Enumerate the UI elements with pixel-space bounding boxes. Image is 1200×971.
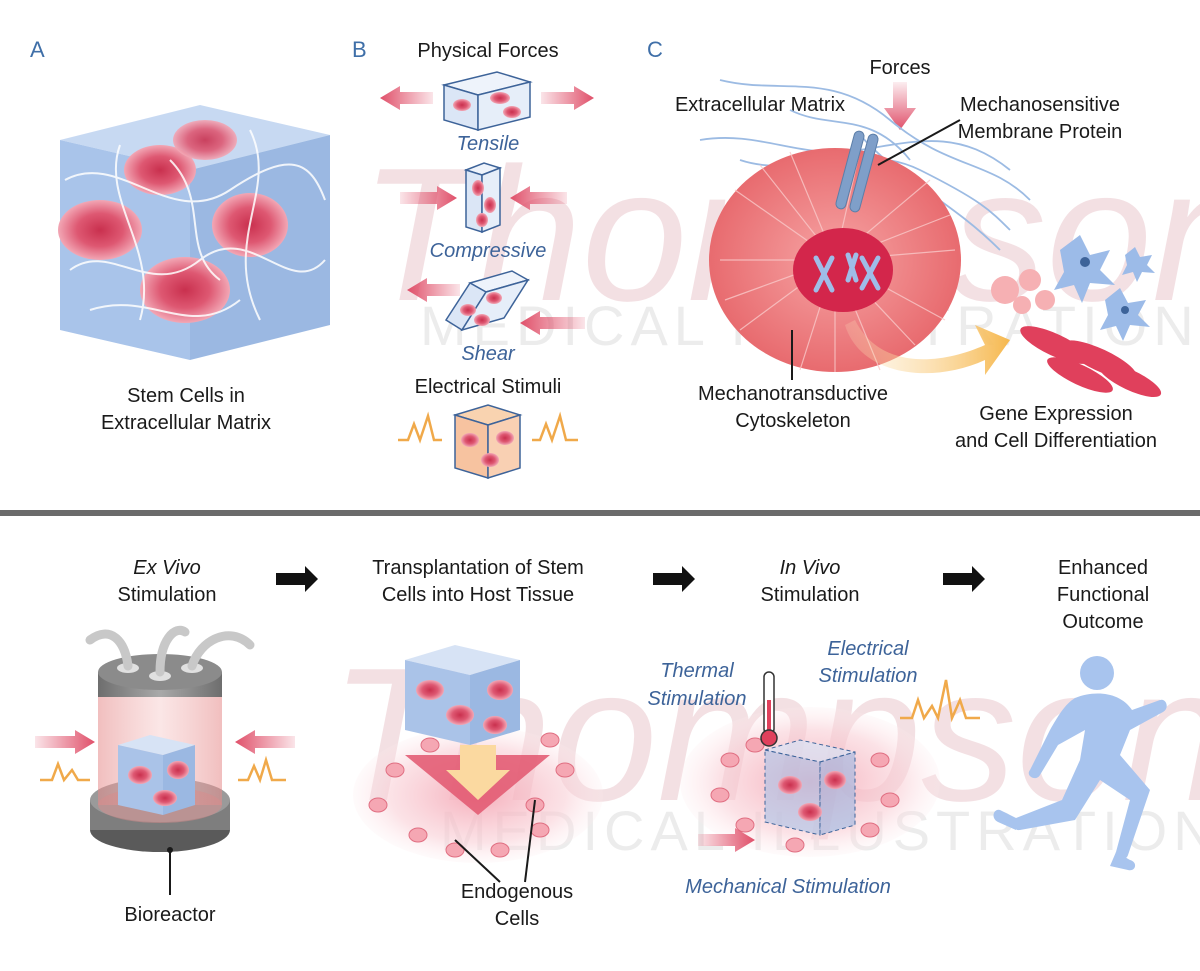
electrical-stimuli-heading: Electrical Stimuli [415,376,562,398]
panel-c: C Forces Extracellular Matrix Mechanosen… [647,37,1162,452]
thermal-label-2: Stimulation [648,688,747,710]
mechanotransduction-cell [709,130,961,372]
electrical-signal-left [398,411,442,444]
step4-label-3: Outcome [1062,611,1143,633]
panel-letter-a: A [30,37,45,62]
membrane-protein-leader [877,119,961,166]
in-vivo-signal [900,679,980,723]
ecm-label: Extracellular Matrix [675,94,845,116]
step1-label-2: Stimulation [118,584,217,606]
in-vivo-tissue [680,671,980,857]
transplant-arrow [446,745,510,800]
panel-letter-b: B [352,37,367,62]
thermal-label-1: Thermal [660,660,734,682]
step3-label-1: In Vivo [780,557,841,579]
compressive-arrow-right [510,186,567,210]
mechanical-stim-label: Mechanical Stimulation [685,876,891,898]
bioreactor-scaffold [118,735,195,815]
bioreactor-arrow-left [35,730,95,754]
differentiated-cells [991,235,1162,397]
step2-label-1: Transplantation of Stem [372,557,584,579]
electrical-stim-label-1: Electrical [827,638,909,660]
forces-label: Forces [869,57,930,79]
workflow: Ex Vivo Stimulation Transplantation of S… [35,557,1167,930]
panel-a: A Stem Cells in Extracellular Matrix [30,37,330,434]
cytoskeleton-label-2: Cytoskeleton [735,410,851,432]
bioreactor-arrow-right [235,730,295,754]
compressive-arrow-left [400,186,457,210]
mechanical-arrow [698,828,755,852]
endogenous-label-1: Endogenous [461,881,573,903]
membrane-protein [835,130,879,213]
thermometer-icon [760,671,778,747]
in-vivo-scaffold [764,739,856,836]
shear-arrow-top [407,278,460,302]
step4-label-1: Enhanced [1058,557,1148,579]
tensile-label: Tensile [457,133,520,155]
bioreactor-signal-right [238,755,286,784]
flow-arrow-1 [276,566,318,592]
electrical-cube [452,404,523,480]
runner-icon [993,656,1167,871]
electrical-signal-right [532,411,578,444]
cytoskeleton-label-1: Mechanotransductive [698,383,888,405]
shear-arrow-bottom [520,311,585,335]
gene-expression-label-2: and Cell Differentiation [955,430,1157,452]
panel-b: B Physical Forces Tensile Compressive [352,37,594,480]
flow-arrow-2 [653,566,695,592]
bioreactor-label: Bioreactor [124,904,215,926]
electrical-stim-label-2: Stimulation [819,665,918,687]
gene-expression-label-1: Gene Expression [979,403,1132,425]
bioreactor-signal-left [40,760,90,783]
panel-letter-c: C [647,37,663,62]
differentiation-arrow [845,320,1010,375]
matrix-cube-large [58,105,330,360]
physical-forces-heading: Physical Forces [417,40,558,62]
tensile-cube [441,71,533,132]
step4-label-2: Functional [1057,584,1149,606]
flow-arrow-3 [943,566,985,592]
tensile-arrow-right [541,86,594,110]
shear-cube [444,270,530,332]
section-divider [0,510,1200,516]
step1-label-1: Ex Vivo [133,557,200,579]
membrane-protein-label-1: Mechanosensitive [960,94,1120,116]
nucleus [793,228,893,312]
endogenous-label-2: Cells [495,908,539,930]
panel-a-caption-2: Extracellular Matrix [101,412,271,434]
forces-arrow [884,82,916,130]
step3-label-2: Stimulation [761,584,860,606]
bioreactor [85,625,255,895]
compressive-cube [463,162,503,234]
tensile-arrow-left [380,86,433,110]
transplant-tissue [353,645,603,883]
membrane-protein-label-2: Membrane Protein [958,121,1123,143]
compressive-label: Compressive [430,240,547,262]
transplant-scaffold [405,645,520,745]
panel-a-caption-1: Stem Cells in [127,385,245,407]
step2-label-2: Cells into Host Tissue [382,584,574,606]
shear-label: Shear [461,343,516,365]
flow-arrows [276,566,985,592]
